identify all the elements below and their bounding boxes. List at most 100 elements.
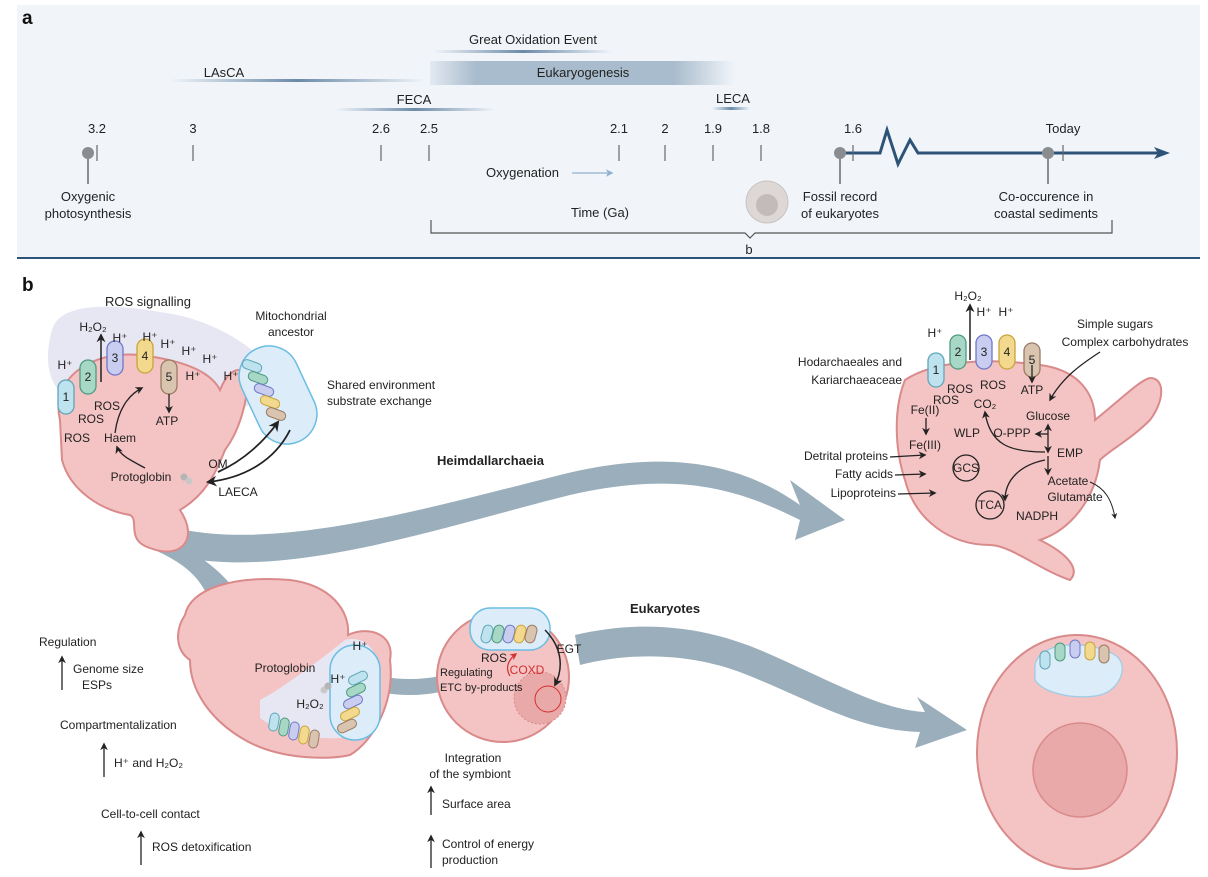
tca-cycle: [975, 490, 1005, 520]
shared-environment-label: substrate exchange: [327, 394, 432, 408]
proton-label: H⁺: [999, 305, 1014, 319]
om-label: OM: [208, 457, 227, 471]
etc-complex-pill: [524, 624, 538, 644]
timeline-background: [17, 5, 1200, 257]
mitochondrial-ancestor: [238, 345, 318, 445]
fe3-label: Fe(III): [909, 438, 941, 452]
ros-label: ROS: [980, 378, 1006, 392]
complex-number: 3: [112, 351, 119, 365]
tick-label: 2.6: [372, 121, 390, 136]
event-fossil-record: Fossil record of eukaryotes: [745, 147, 880, 224]
sugars-label: Simple sugars: [1077, 317, 1153, 331]
acetate-label: Acetate: [1048, 474, 1089, 488]
event-label: photosynthesis: [45, 206, 132, 221]
axis-tick: 1.8: [752, 121, 770, 161]
shared-environment-label: Shared environment: [327, 378, 436, 392]
input-arrow: [894, 470, 927, 479]
integration-cell: ROS EGT COXD Regulating ETC by-products: [436, 607, 582, 743]
step-title: Regulation: [39, 635, 96, 649]
oppp-label: O-PPP: [993, 426, 1030, 440]
evolutionary-steps-left: Regulation Genome size ESPs Compartmenta…: [39, 635, 251, 865]
axis-tick: 2.6: [372, 121, 390, 161]
etc-complex-pill: [298, 725, 310, 745]
axis-tick: 1.9: [704, 121, 722, 161]
axis-arrowhead: [1154, 147, 1170, 159]
event-oxygenic-photosynthesis: Oxygenic photosynthesis: [45, 147, 132, 221]
integration-connector: [380, 676, 440, 695]
hodarch-title: Kariarchaeaceae: [811, 373, 902, 387]
etc-complex-pill: [241, 359, 263, 373]
eukaryote-nucleus: [1032, 722, 1128, 818]
glutamate-label: Glutamate: [1047, 490, 1103, 504]
etc-complex-pill: [340, 706, 360, 722]
step-title: Integration: [445, 751, 502, 765]
etc-complex-pill: [1098, 644, 1110, 664]
complex-1: 1: [57, 379, 75, 415]
ros-label: ROS: [933, 393, 959, 407]
complex-number: 5: [1029, 353, 1036, 367]
leca-bar: [712, 107, 750, 110]
tick-label: 1.9: [704, 121, 722, 136]
axis-tick: 2.5: [420, 121, 438, 161]
axis-tick: 2.1: [610, 121, 628, 161]
step-title: of the symbiont: [429, 767, 511, 781]
tick-label: 1.6: [844, 121, 862, 136]
complex-2: 2: [79, 359, 97, 395]
etc-complex-pill: [265, 407, 287, 421]
complex-number: 5: [166, 370, 173, 384]
complex-number: 3: [981, 345, 988, 359]
ros-label: ROS: [94, 399, 120, 413]
input-label: Lipoproteins: [831, 486, 896, 500]
complex-number: 2: [85, 370, 92, 384]
step-driver: production: [442, 853, 498, 867]
etc-complex-pill: [1069, 639, 1081, 659]
event-label: Co-occurence in: [999, 189, 1094, 204]
panel-a-label: a: [22, 8, 33, 29]
hodarchaeales-cell-body: [895, 360, 1163, 582]
complex-number: 1: [63, 390, 70, 404]
etc-complex-pill: [502, 624, 516, 644]
heimdallarchaeia-arrow: [150, 461, 845, 563]
proton-label: H⁺: [224, 369, 239, 383]
event-label: of eukaryotes: [801, 206, 880, 221]
etc-complex-pill: [253, 383, 275, 397]
step-driver: Control of energy: [442, 837, 534, 851]
etc-complex-pill: [513, 624, 527, 644]
engulf-connector: [150, 540, 235, 600]
step-driver: ESPs: [82, 678, 112, 692]
proton-label: H⁺: [161, 337, 176, 351]
proton-label: H⁺: [203, 352, 218, 366]
emp-tca-arrow: [1001, 459, 1046, 502]
haem-label: Haem: [104, 431, 136, 445]
gcs-cycle: [952, 454, 980, 482]
complex-1: 1: [927, 352, 945, 388]
proton-label: H⁺: [113, 331, 128, 345]
ros-label: ROS: [64, 431, 90, 445]
tick-label: 3.2: [88, 121, 106, 136]
protoglobin-icon: [180, 473, 193, 485]
lasca-bar: [170, 79, 425, 82]
input-label: Detrital proteins: [804, 449, 888, 463]
axis-tick: 3: [189, 121, 197, 161]
lasca-label: LAsCA: [204, 65, 245, 80]
panel-b-label: b: [22, 275, 34, 296]
tick-label: 2: [661, 121, 668, 136]
ros-label: ROS: [78, 412, 104, 426]
etc-complex-pill: [288, 721, 300, 741]
eukaryogenesis-bar: [430, 61, 735, 85]
etc-complex-pill: [480, 624, 494, 644]
complex-3: 3: [975, 334, 993, 370]
input-label: Fatty acids: [835, 467, 893, 481]
goe-bar: [433, 50, 613, 53]
goe-label: Great Oxidation Event: [469, 32, 597, 47]
etc-complex-pill: [259, 395, 281, 409]
axis-title: Time (Ga): [571, 205, 629, 220]
coxd-label: COXD: [510, 663, 545, 677]
nucleus: [513, 671, 567, 725]
sugars-arrow: [1049, 351, 1101, 402]
hodarch-title: Hodarchaeales and: [798, 355, 902, 369]
proton-label: H⁺: [353, 639, 368, 653]
